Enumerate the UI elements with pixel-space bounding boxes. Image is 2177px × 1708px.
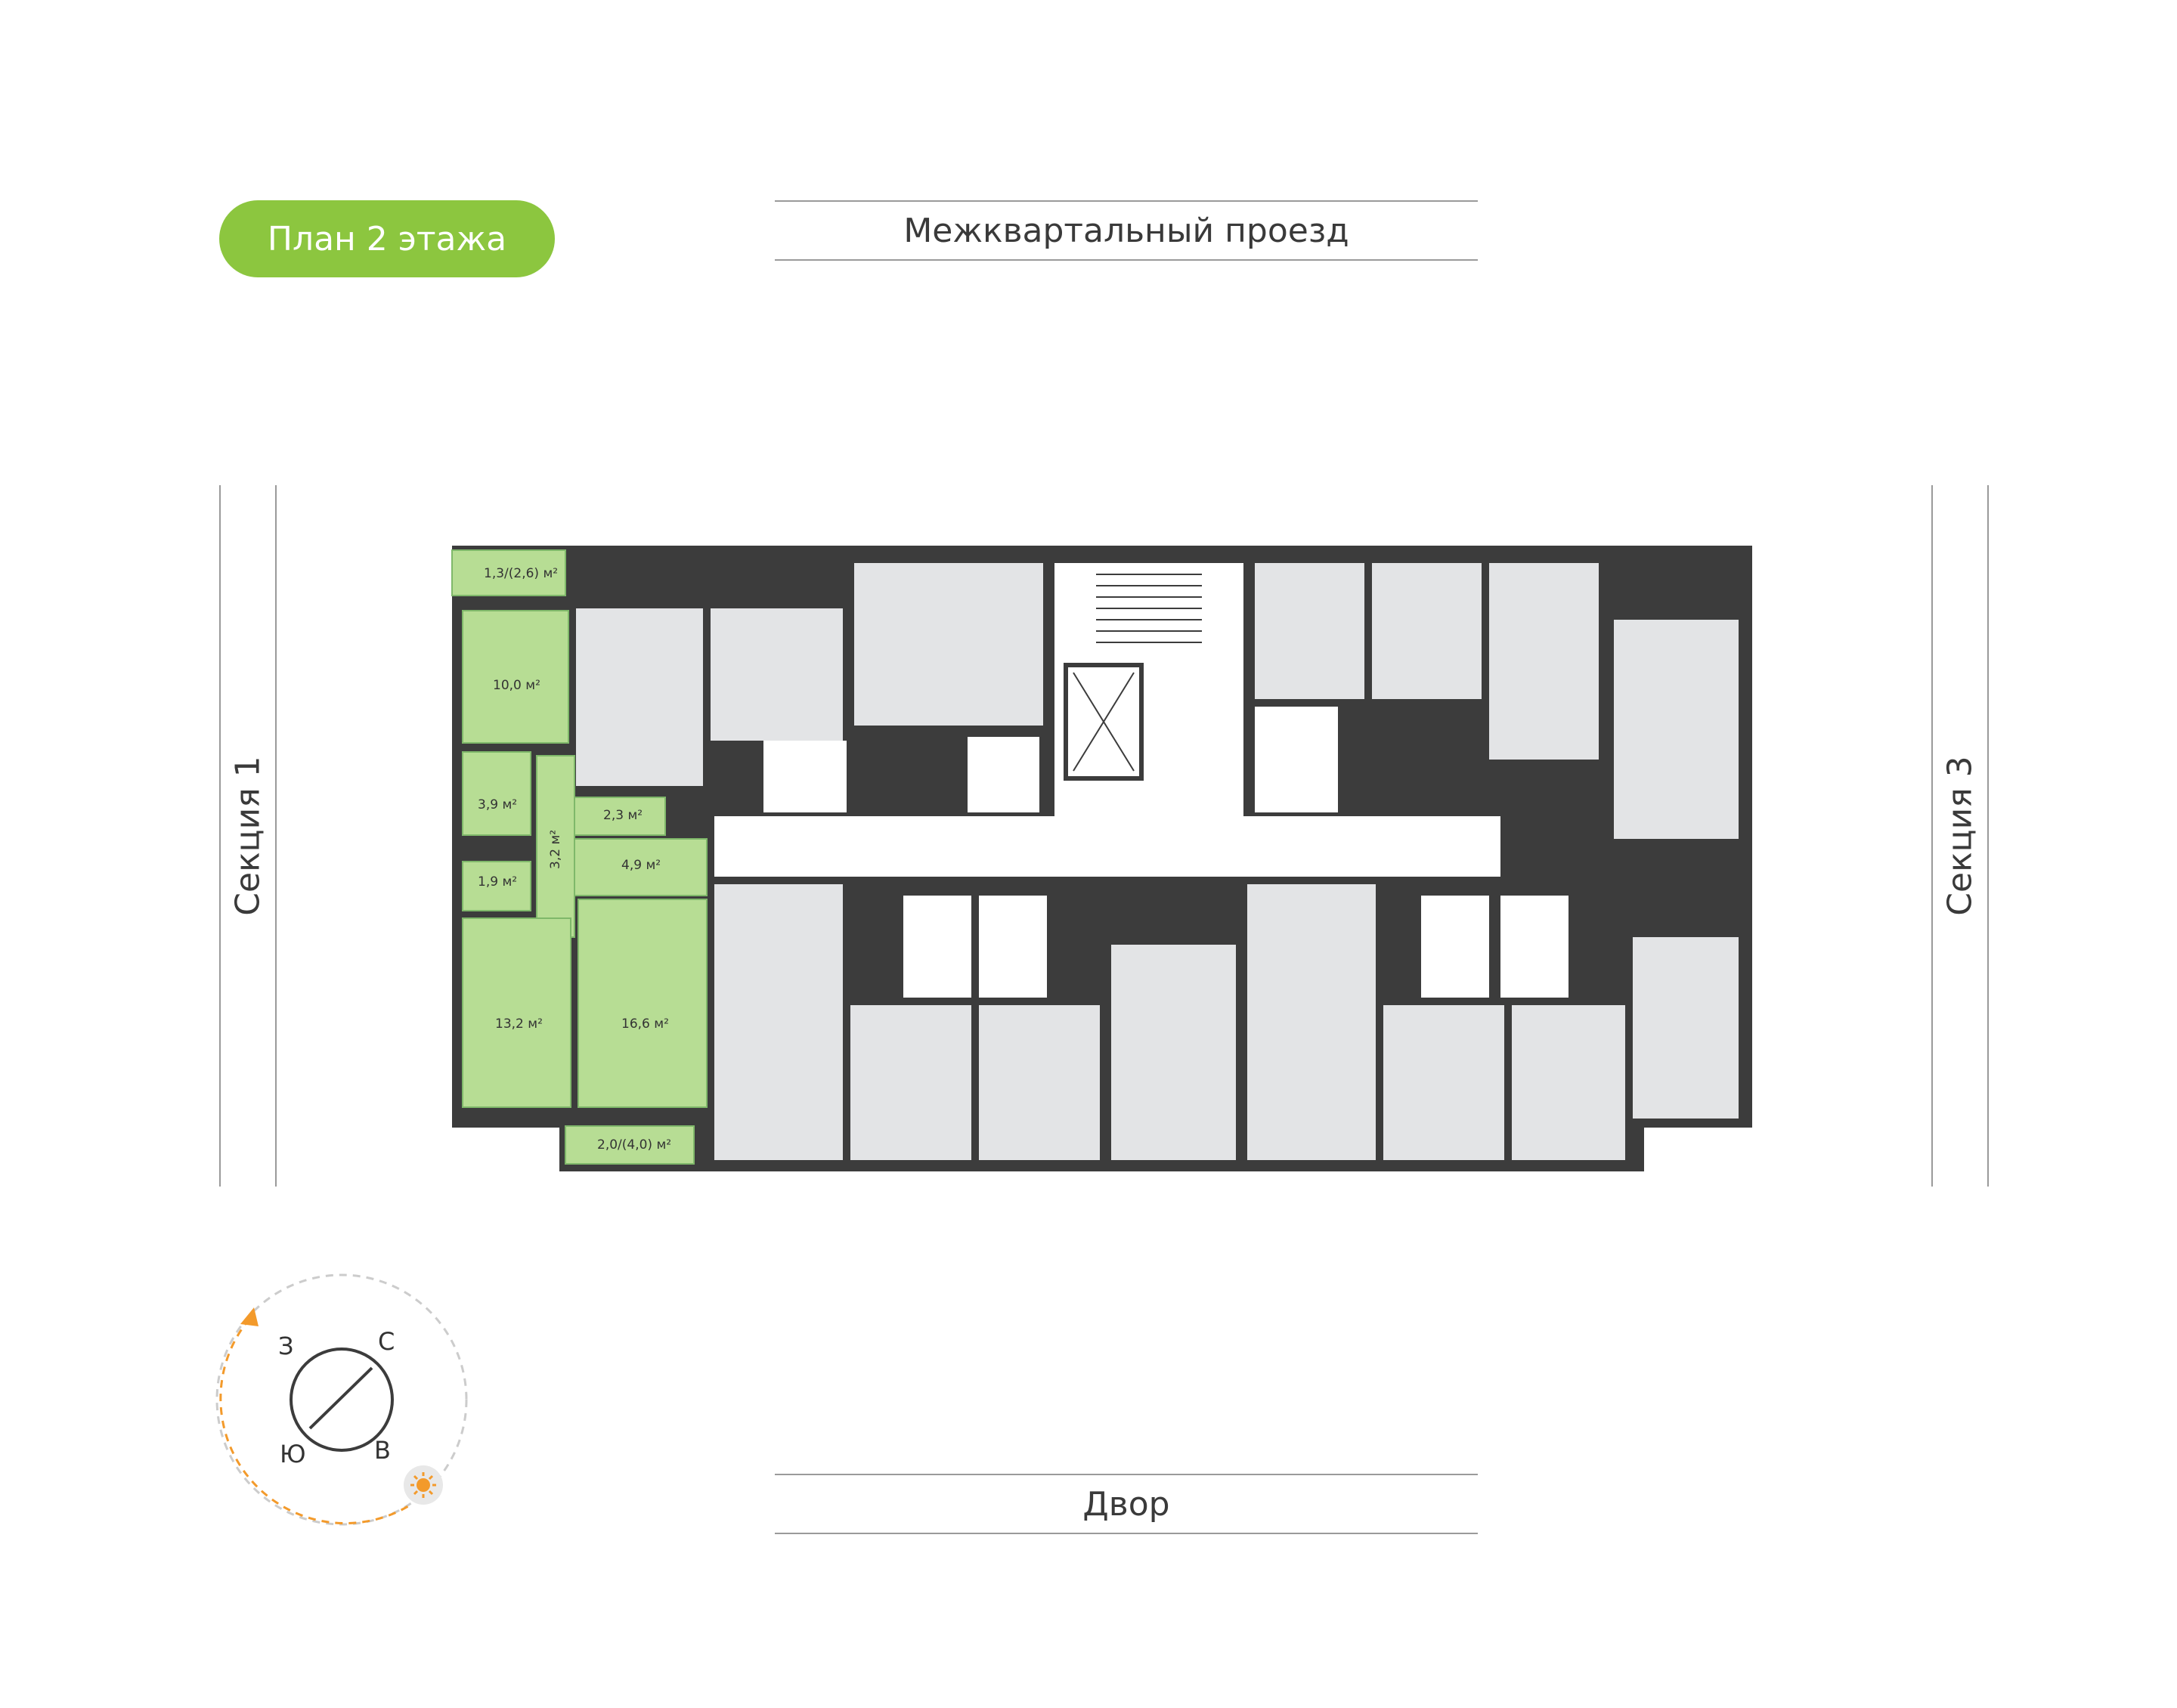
label-hall: 4,9 м² bbox=[621, 858, 661, 873]
bathroom bbox=[968, 737, 1039, 812]
room bbox=[979, 1005, 1100, 1160]
room bbox=[1255, 563, 1364, 699]
label-balcony-top: 1,3/(2,6) м² bbox=[484, 566, 558, 581]
label-balcony-bottom: 2,0/(4,0) м² bbox=[597, 1137, 671, 1153]
compass-west: З bbox=[278, 1332, 294, 1360]
elevator-cross bbox=[1073, 672, 1135, 772]
bathroom bbox=[979, 896, 1047, 998]
compass-east: В bbox=[374, 1436, 391, 1465]
room bbox=[576, 608, 703, 786]
kitchen[interactable] bbox=[578, 899, 708, 1108]
arrow-icon bbox=[240, 1307, 259, 1326]
road-bottom: Двор bbox=[775, 1474, 1478, 1534]
balcony-bottom[interactable] bbox=[565, 1125, 695, 1165]
label-wc: 1,9 м² bbox=[478, 874, 517, 890]
room bbox=[1489, 563, 1599, 760]
compass-dial bbox=[290, 1348, 394, 1452]
bathroom bbox=[1500, 896, 1568, 998]
room bbox=[1614, 620, 1739, 839]
building bbox=[452, 546, 1752, 1171]
section-left: Секция 1 bbox=[219, 485, 277, 1187]
room bbox=[1383, 1005, 1504, 1160]
apartment-highlight[interactable] bbox=[451, 549, 708, 1165]
room bbox=[1247, 884, 1376, 1160]
area-labels: 1,3/(2,6) м² 10,0 м² 3,9 м² 1,9 м² 3,2 м… bbox=[478, 566, 671, 1153]
compass: С В Ю З bbox=[215, 1273, 468, 1526]
room bbox=[854, 563, 1043, 726]
section-right: Секция 3 bbox=[1931, 485, 1989, 1187]
floor-badge: План 2 этажа bbox=[219, 200, 555, 277]
label-kitchen: 16,6 м² bbox=[621, 1016, 669, 1032]
closet[interactable] bbox=[574, 797, 666, 836]
label-bath-top: 3,9 м² bbox=[478, 797, 517, 812]
room bbox=[1372, 563, 1482, 699]
road-top: Межквартальный проезд bbox=[775, 200, 1478, 261]
room bbox=[1633, 937, 1739, 1119]
compass-orbit-track bbox=[215, 1273, 468, 1526]
compass-south: Ю bbox=[280, 1440, 306, 1468]
room bbox=[1512, 1005, 1625, 1160]
sun-icon bbox=[404, 1465, 443, 1505]
room bbox=[1111, 945, 1236, 1160]
wc[interactable] bbox=[462, 861, 531, 911]
bathroom bbox=[1255, 707, 1338, 812]
room-top[interactable] bbox=[462, 610, 569, 744]
label-closet: 2,3 м² bbox=[603, 808, 643, 823]
hall[interactable] bbox=[574, 838, 708, 896]
stairs bbox=[1096, 574, 1202, 643]
label-room-top: 10,0 м² bbox=[493, 678, 540, 693]
corridor bbox=[714, 816, 1500, 877]
compass-north: С bbox=[378, 1327, 395, 1356]
road-top-label: Межквартальный проезд bbox=[903, 211, 1349, 250]
road-bottom-label: Двор bbox=[1082, 1484, 1170, 1524]
balcony-top[interactable] bbox=[451, 549, 566, 596]
label-room-bottom: 13,2 м² bbox=[495, 1016, 543, 1032]
bathroom bbox=[1421, 896, 1489, 998]
room-bottom[interactable] bbox=[462, 917, 571, 1108]
compass-needle bbox=[308, 1366, 373, 1430]
label-corridor: 3,2 м² bbox=[548, 830, 563, 869]
bath-top[interactable] bbox=[462, 751, 531, 836]
room bbox=[850, 1005, 971, 1160]
bathroom bbox=[763, 741, 847, 812]
room bbox=[714, 884, 843, 1160]
bathroom bbox=[903, 896, 971, 998]
room bbox=[711, 608, 843, 741]
